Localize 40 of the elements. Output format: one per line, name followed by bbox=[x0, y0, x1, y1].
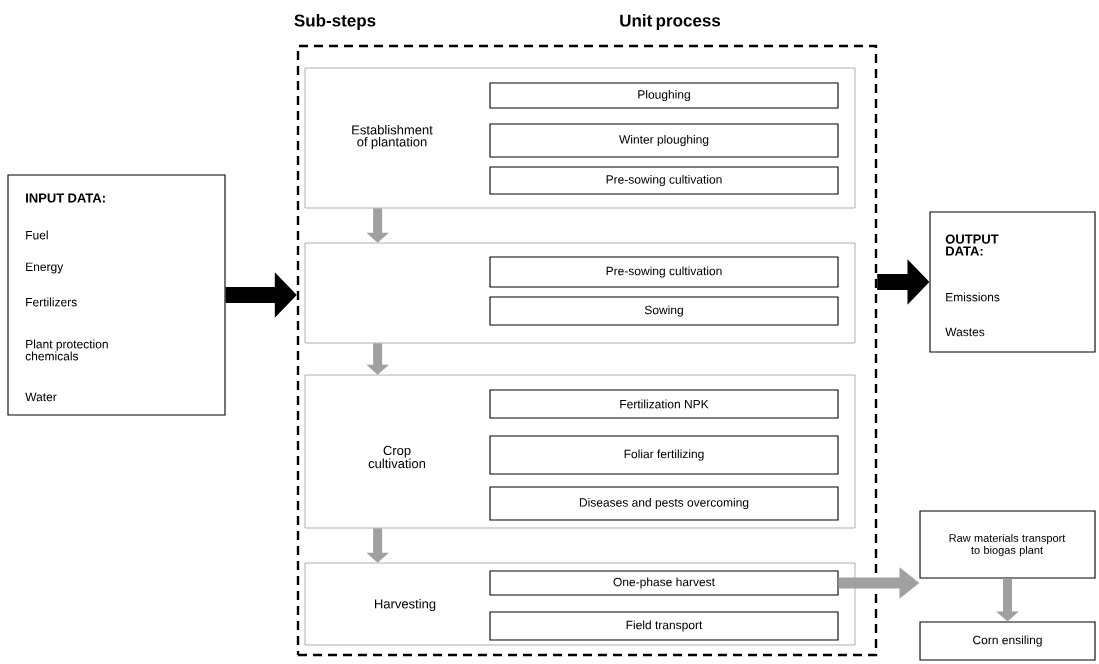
stage-label: Crop cultivation bbox=[368, 445, 426, 469]
step-label: Corn ensiling bbox=[973, 635, 1042, 647]
list-item: Raw materials transport to biogas plant bbox=[949, 533, 1066, 557]
list-item: Emissions bbox=[946, 292, 1000, 302]
step-label: Pre-sowing cultivation bbox=[606, 266, 722, 278]
stage-label: Establishment of plantation bbox=[352, 124, 433, 150]
input-box bbox=[7, 174, 226, 416]
step-label: Winter ploughing bbox=[619, 134, 709, 147]
list-item: Energy bbox=[26, 262, 64, 274]
step-label: Diseases and pests overcoming bbox=[579, 497, 749, 510]
step-label: One-phase harvest bbox=[613, 577, 715, 589]
list-item: Fertilizers bbox=[26, 297, 77, 307]
step-box bbox=[489, 296, 839, 326]
step-box bbox=[489, 486, 839, 521]
output-box bbox=[929, 211, 1096, 353]
step-box bbox=[489, 82, 839, 109]
step-label: Pre-sowing cultivation bbox=[606, 174, 722, 187]
step-label: Fertilization NPK bbox=[620, 399, 709, 409]
list-item: Wastes bbox=[945, 327, 985, 337]
step-label: Sowing bbox=[644, 305, 683, 317]
step-box bbox=[489, 166, 839, 195]
list-item: Fuel bbox=[26, 230, 48, 240]
step-label: Field transport bbox=[626, 620, 703, 632]
heading: Sub-steps bbox=[294, 14, 376, 30]
heading: Unit process bbox=[620, 14, 721, 30]
heading: OUTPUT DATA: bbox=[945, 234, 999, 256]
step-box bbox=[489, 123, 839, 158]
list-item: Water bbox=[25, 392, 57, 402]
heading: INPUT DATA: bbox=[26, 193, 105, 203]
process-box bbox=[919, 621, 1096, 661]
process-box bbox=[919, 510, 1096, 579]
step-label: Foliar fertilizing bbox=[624, 449, 704, 461]
step-box bbox=[489, 611, 839, 641]
step-box bbox=[489, 570, 839, 596]
step-box bbox=[489, 389, 839, 419]
list-item: Plant protection chemicals bbox=[25, 339, 108, 361]
stage-label: Harvesting bbox=[375, 598, 436, 612]
step-label: Ploughing bbox=[638, 89, 690, 102]
step-box bbox=[489, 256, 839, 288]
step-box bbox=[489, 435, 839, 475]
